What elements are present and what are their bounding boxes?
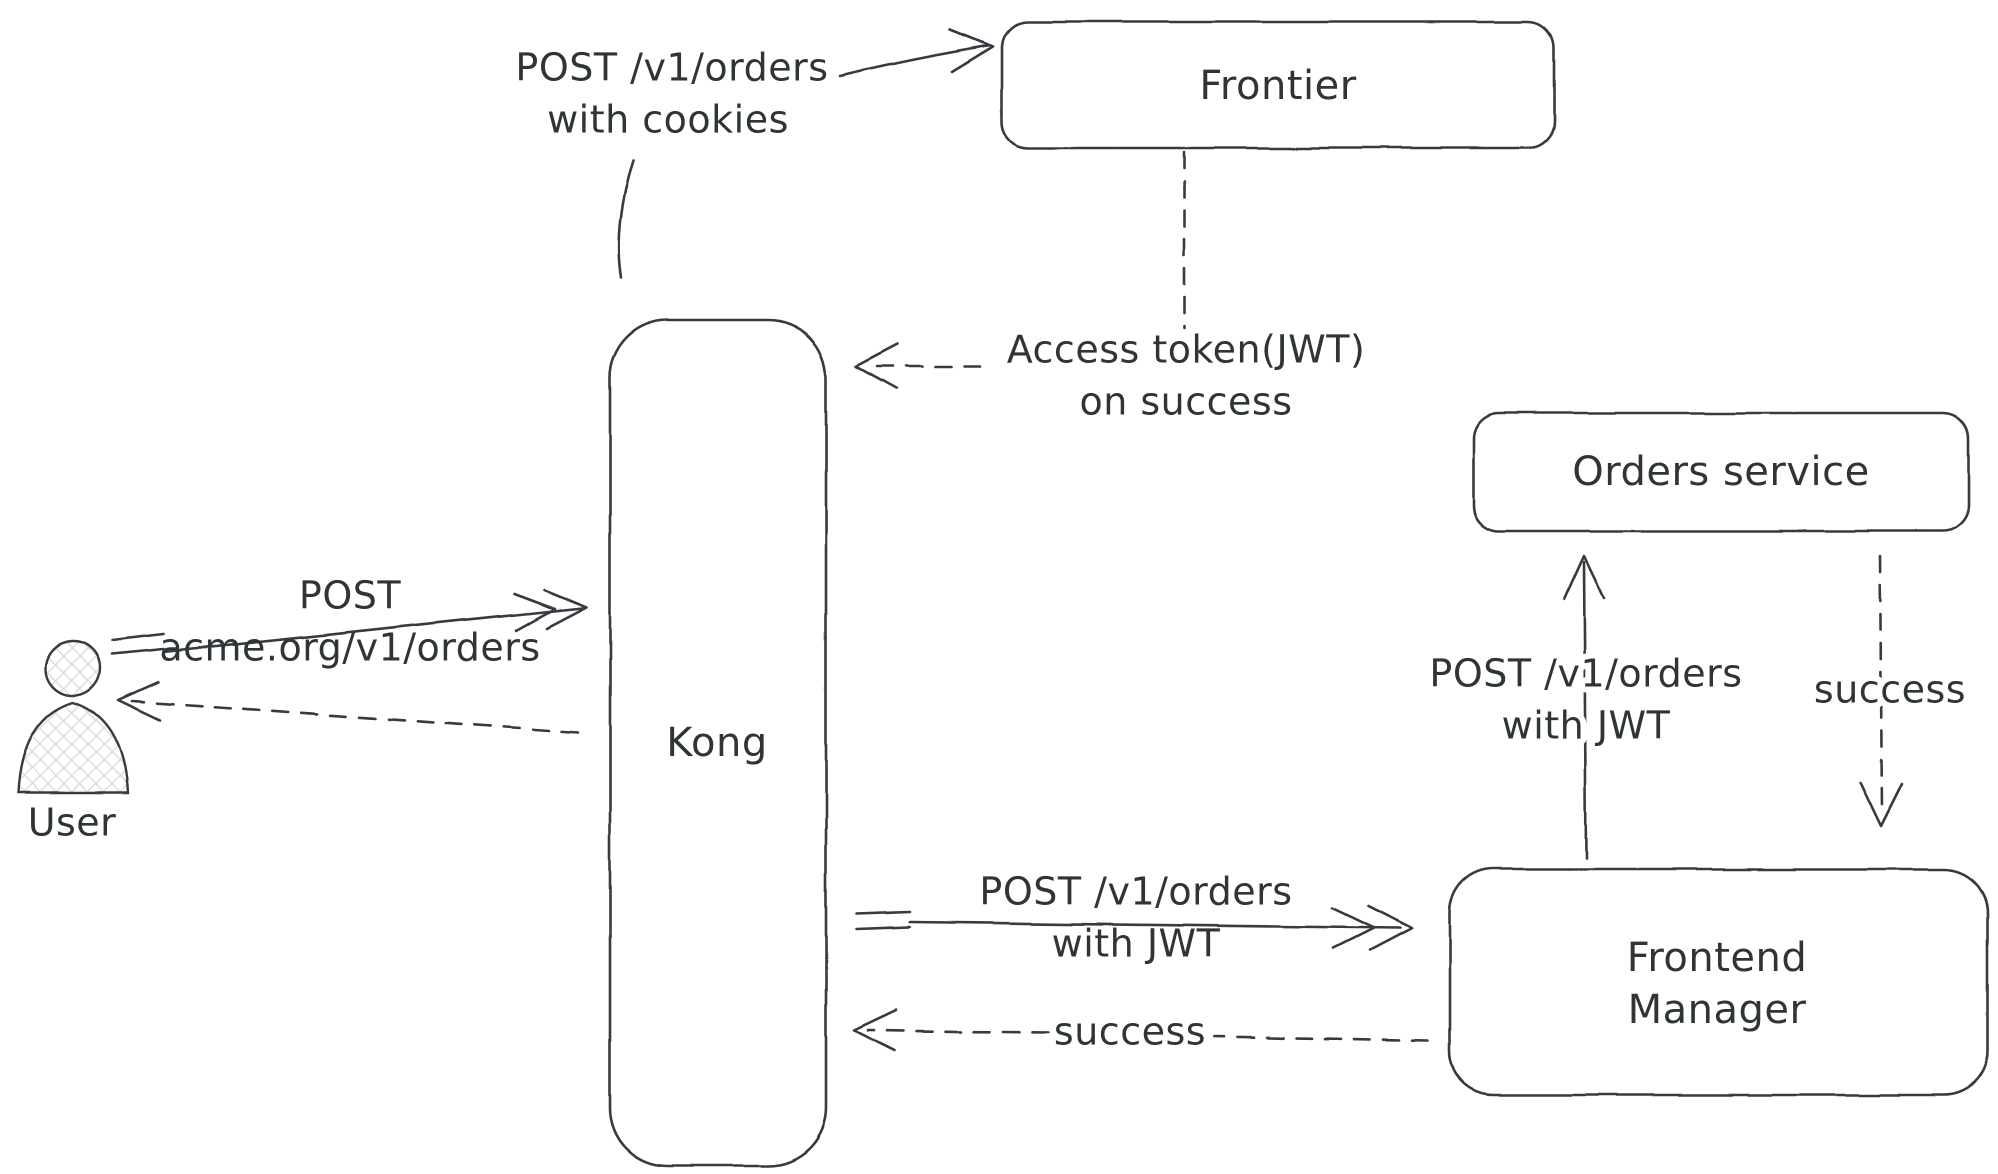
node-user-label: User (28, 801, 117, 845)
edge-kong-frontendmanager-tail (854, 910, 912, 931)
edge-frontendmanager-kong-arrowhead (852, 1008, 898, 1052)
node-orders-service-label: Orders service (1572, 449, 1870, 495)
node-frontend-manager-label-line2: Manager (1628, 987, 1807, 1033)
user-icon-head (44, 639, 102, 697)
edge-kong-frontier-arrow (838, 44, 990, 78)
edge-user-kong-label-line2: acme.org/v1/orders (159, 626, 540, 670)
edge-kong-frontier-arrowhead (948, 28, 995, 74)
edge-user-kong-tail (110, 632, 166, 656)
edge-kong-frontendmanager-arrow (908, 920, 1402, 930)
node-orders-service-box (1471, 411, 1971, 533)
edge-frontendmanager-orders-label-line2: with JWT (1502, 704, 1671, 748)
edge-frontendmanager-orders-arrow (1582, 560, 1588, 860)
node-frontier-label: Frontier (1199, 63, 1356, 109)
edge-user-kong-arrowhead (512, 588, 588, 632)
node-frontier-box (1000, 20, 1556, 150)
edge-frontendmanager-orders-arrowhead (1562, 554, 1606, 602)
edge-kong-frontier-label-line2: with cookies (547, 98, 789, 142)
edge-frontier-kong-label-line1: Access token(JWT) (1007, 328, 1366, 372)
edge-frontendmanager-kong-label: success (1054, 1010, 1206, 1054)
edge-user-kong-label-line1: POST (299, 574, 401, 618)
edge-orders-frontendmanager-label: success (1814, 668, 1966, 712)
edge-kong-frontendmanager-arrowhead (1330, 904, 1414, 952)
edge-user-kong-arrow (162, 606, 584, 654)
edge-kong-frontier-tail (618, 158, 636, 280)
user-icon-body (16, 700, 130, 795)
edge-kong-user-arrowhead (116, 680, 162, 722)
edge-frontier-kong-arrowhead (854, 342, 900, 390)
edge-frontendmanager-orders-label-line1: POST /v1/orders (1429, 652, 1742, 696)
node-kong-label: Kong (666, 720, 767, 766)
node-frontend-manager-box (1448, 867, 1990, 1097)
edge-kong-frontendmanager-label-line2: with JWT (1052, 922, 1221, 966)
edge-kong-user-arrow (130, 699, 580, 734)
edge-kong-frontendmanager-label-line1: POST /v1/orders (979, 870, 1292, 914)
edge-kong-frontier-label-line1: POST /v1/orders (515, 46, 828, 90)
edge-orders-frontendmanager-arrow (1878, 554, 1884, 814)
edge-frontendmanager-kong-arrow (866, 1028, 1430, 1042)
node-kong-box (608, 318, 828, 1168)
user-icon (16, 639, 130, 795)
node-frontend-manager-label-line1: Frontend (1627, 935, 1808, 981)
edge-frontier-kong-label-line2: on success (1079, 380, 1292, 424)
edge-orders-frontendmanager-arrowhead (1858, 780, 1904, 828)
